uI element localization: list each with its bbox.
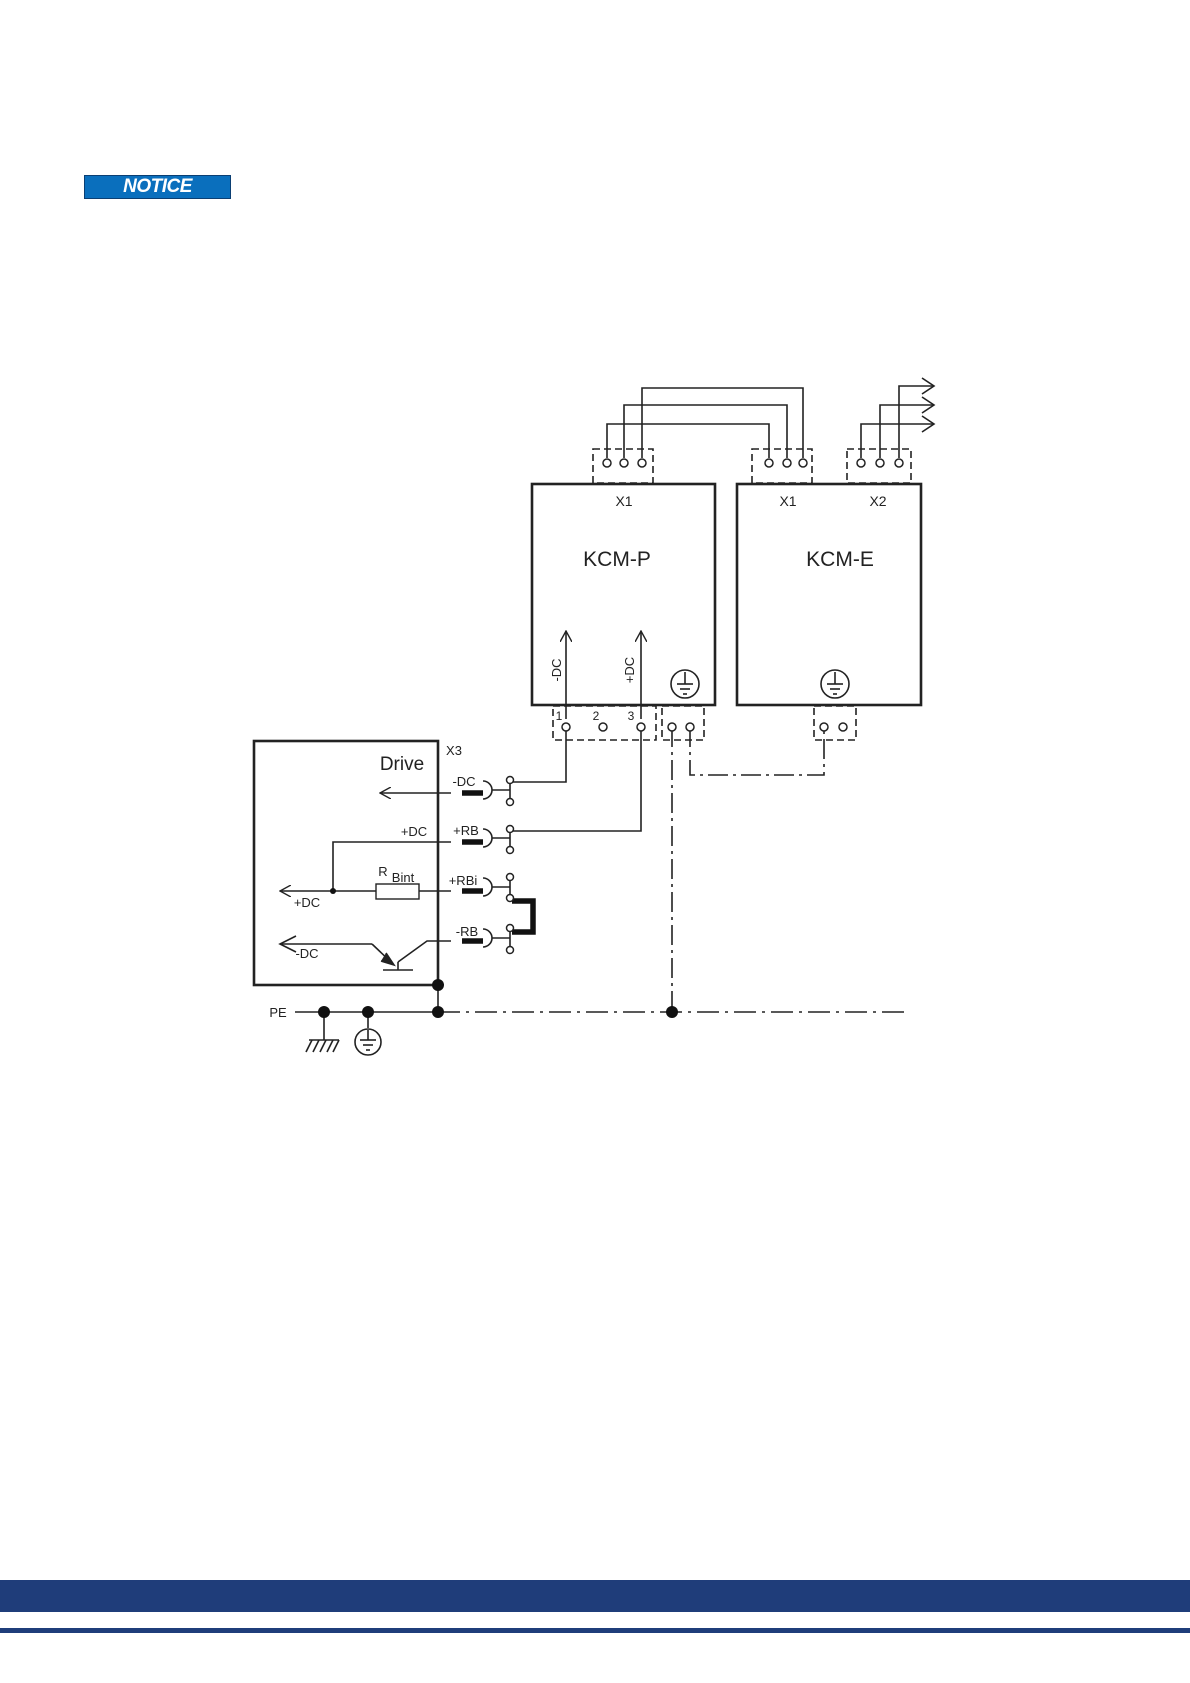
drive-plus-dc-out-label: +DC — [294, 895, 320, 910]
pe-label: PE — [269, 1005, 287, 1020]
x2-output-wires — [861, 378, 934, 458]
kcm-p-name: KCM-P — [583, 548, 651, 571]
kcm-e-name: KCM-E — [806, 548, 874, 571]
rbint-label-sub: Bint — [392, 870, 415, 885]
plus-dc-arrow-label: +DC — [622, 657, 637, 683]
kcm-p-pe-connector — [662, 706, 704, 740]
rbint-resistor — [376, 884, 419, 899]
drive-name: Drive — [380, 754, 424, 775]
signal-wires — [607, 388, 803, 458]
minus-dc-wire — [510, 727, 566, 782]
kcm-e-x1-label: X1 — [779, 493, 796, 509]
drive-module — [254, 741, 438, 985]
rbi-rb-bridge — [512, 901, 533, 932]
terminal-plus-rbi-label: +RBi — [449, 873, 478, 888]
pin-1-label: 1 — [556, 709, 563, 723]
x3-terminals — [483, 780, 510, 950]
kcm-e-x2-label: X2 — [869, 493, 886, 509]
kcm-e-pe-connector — [814, 706, 856, 740]
pin-3-label: 3 — [628, 709, 635, 723]
x3-label: X3 — [446, 743, 462, 758]
terminal-minus-rb-label: -RB — [456, 924, 478, 939]
plus-rb-wire — [510, 727, 641, 831]
drive-minus-dc-in-label: -DC — [295, 946, 318, 961]
pin-2-label: 2 — [593, 709, 600, 723]
minus-dc-arrow-label: -DC — [549, 658, 564, 681]
kcm-p-ground-icon — [671, 670, 699, 698]
chassis-ground-icon — [306, 1012, 339, 1052]
kcm-p-x1-label: X1 — [615, 493, 632, 509]
terminal-plus-rb-label: +RB — [453, 823, 479, 838]
footer-line — [0, 1628, 1190, 1633]
pe-link-modules — [690, 727, 824, 775]
terminal-minus-dc-label: -DC — [452, 774, 475, 789]
rbint-label-main: R — [378, 864, 387, 879]
kcm-e-ground-icon — [821, 670, 849, 698]
footer-bar — [0, 1580, 1190, 1612]
internal-plus-dc-label: +DC — [401, 824, 427, 839]
protective-earth-icon — [355, 1012, 381, 1055]
